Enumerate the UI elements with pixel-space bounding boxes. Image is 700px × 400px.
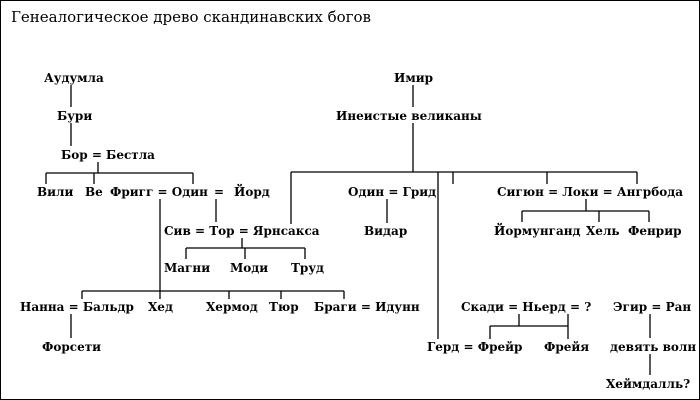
node-frost-giants: Инеистые великаны bbox=[335, 109, 483, 123]
node-jord-equals: = bbox=[213, 185, 226, 199]
node-skadi-njord: Скади = Ньерд = ? bbox=[460, 300, 593, 314]
node-modi: Моди bbox=[229, 261, 270, 275]
line-thor-children bbox=[185, 237, 306, 259]
line-loki-children bbox=[521, 199, 650, 222]
node-vili: Вили bbox=[36, 185, 75, 199]
node-vidar: Видар bbox=[363, 224, 409, 238]
node-buri: Бури bbox=[56, 109, 94, 123]
node-frigg-odin: Фригг = Один bbox=[109, 185, 209, 199]
line-frigg-odin-children bbox=[81, 199, 345, 299]
node-jormungand: Йормунганд bbox=[493, 224, 582, 238]
line-njord-children bbox=[489, 314, 569, 339]
diagram-title: Генеалогическое древо скандинавских бого… bbox=[11, 8, 371, 26]
node-fenrir: Фенрир bbox=[627, 224, 683, 238]
node-heimdall: Хеймдалль? bbox=[605, 377, 692, 391]
node-hermod: Хермод bbox=[205, 300, 259, 314]
node-ve: Ве bbox=[84, 185, 104, 199]
node-tyr: Тюр bbox=[268, 300, 300, 314]
node-bor-bestla: Бор = Бестла bbox=[60, 148, 156, 162]
node-odin-grid: Один = Грид bbox=[347, 185, 438, 199]
node-bragi-idunn: Браги = Идунн bbox=[313, 300, 421, 314]
node-nanna-baldr: Нанна = Бальдр bbox=[19, 300, 135, 314]
node-nine-waves: девять волн bbox=[609, 340, 698, 354]
node-aegir-ran: Эгир = Ран bbox=[612, 300, 693, 314]
node-gerd-freyr: Герд = Фрейр bbox=[426, 340, 524, 354]
node-forseti: Форсети bbox=[41, 340, 103, 354]
node-magni: Магни bbox=[163, 261, 212, 275]
node-audumla: Аудумла bbox=[43, 71, 105, 85]
node-ymir: Имир bbox=[393, 71, 435, 85]
node-sif-thor-jarnsaxa: Сив = Тор = Ярнсакса bbox=[163, 224, 321, 238]
node-sigyn-loki-angrboda: Сигюн = Локи = Ангрбода bbox=[496, 185, 684, 199]
line-giants-branches bbox=[437, 172, 638, 339]
node-hod: Хед bbox=[147, 300, 174, 314]
line-bor-children bbox=[45, 162, 194, 184]
node-freyja: Фрейя bbox=[543, 340, 591, 354]
node-jord: Йорд bbox=[233, 185, 271, 199]
node-hel: Хель bbox=[585, 224, 621, 238]
line-giants-trunk bbox=[290, 122, 637, 224]
node-thrud: Труд bbox=[290, 261, 325, 275]
